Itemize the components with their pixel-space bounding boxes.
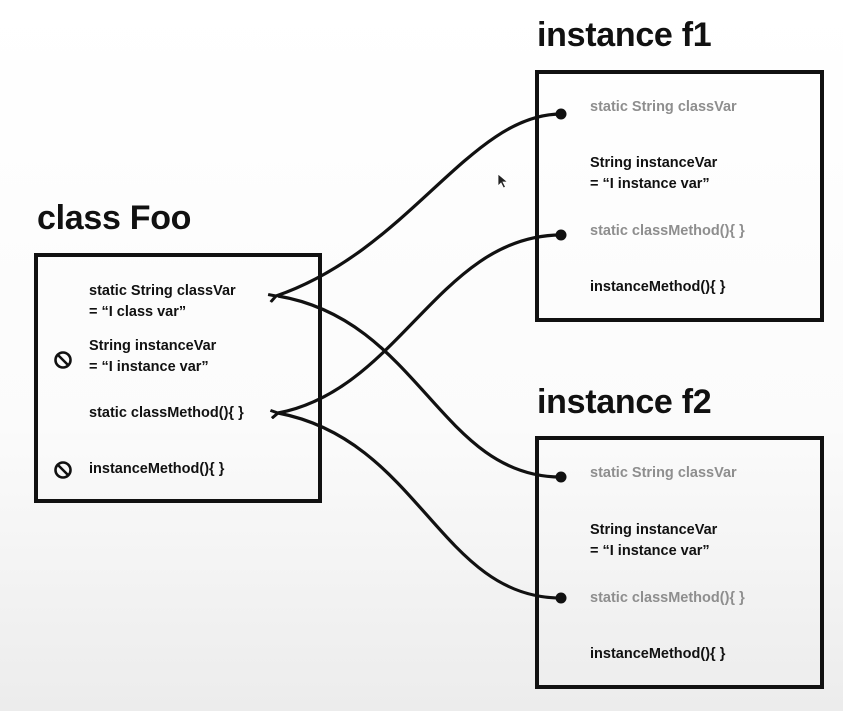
f1-member-classvar: static String classVar [590, 99, 737, 115]
f2-member-instancemethod: instanceMethod(){ } [590, 646, 726, 662]
foo-member-instancemethod: instanceMethod(){ } [89, 461, 225, 477]
arrow-f2-classmethod [277, 411, 562, 600]
arrow-f2-classvar [277, 294, 562, 479]
instance-f2-title: instance f2 [537, 383, 712, 421]
instance-f2-box [535, 436, 824, 689]
f2-member-instancevar: String instanceVar = “I instance var” [590, 522, 718, 559]
foo-member-classvar: static String classVar = “I class var” [89, 283, 236, 320]
arrow-f1-classvar [276, 112, 562, 296]
foo-member-instancevar: String instanceVar = “I instance var” [89, 338, 217, 375]
dot-f1-classmethod [555, 229, 567, 241]
mouse-pointer-icon [497, 173, 509, 189]
f2-member-classvar: static String classVar [590, 465, 737, 481]
f1-member-classmethod: static classMethod(){ } [590, 223, 745, 239]
f2-member-classmethod: static classMethod(){ } [590, 590, 745, 606]
dot-f1-classvar [555, 108, 567, 120]
no-entry-icon [54, 351, 72, 369]
class-foo-title: class Foo [37, 199, 192, 237]
instance-f1-box [535, 70, 824, 322]
dot-f2-classmethod [555, 592, 567, 604]
arrow-f1-classmethod [278, 233, 562, 413]
foo-member-classmethod: static classMethod(){ } [89, 405, 244, 421]
f1-member-instancemethod: instanceMethod(){ } [590, 279, 726, 295]
dot-f2-classvar [555, 471, 567, 483]
instance-f1-title: instance f1 [537, 16, 712, 54]
f1-member-instancevar: String instanceVar = “I instance var” [590, 155, 718, 192]
no-entry-icon [54, 461, 72, 479]
class-foo-box [34, 253, 322, 503]
